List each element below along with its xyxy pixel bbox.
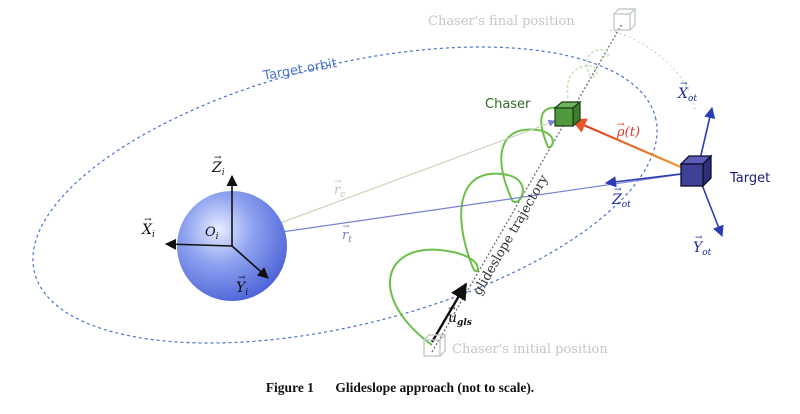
target-cube [679,154,713,188]
glideslope-spiral [389,106,561,346]
axis-xi [164,238,233,250]
svg-text:→: → [680,79,688,89]
svg-text:ugls: ugls [448,310,472,328]
svg-text:→: → [238,273,246,283]
glideslope-diagram: Chaser's final position Chaser's initial… [32,8,770,357]
label-axis-xi: Xi → [141,215,155,240]
label-final-position: Chaser's final position [428,14,575,29]
svg-text:Zot: Zot [611,192,631,210]
svg-text:ρ(t): ρ(t) [616,125,640,140]
svg-text:Xi: Xi [141,222,155,240]
svg-text:→: → [334,177,342,187]
u-gls-vector [430,282,468,343]
label-r-c: rc → [334,177,345,200]
label-axis-zot: Zot → [611,185,631,210]
svg-text:rc: rc [334,183,345,200]
label-origin: Oi [205,225,219,242]
faded-spiral [566,49,610,99]
target-orbit-path [32,46,658,344]
label-u-gls: ugls → [448,304,472,328]
rho-vector [570,118,684,170]
chaser-final-position-box [613,8,637,31]
label-axis-zi: Zi → [211,153,225,178]
svg-text:→: → [144,215,152,225]
label-r-t: rt → [342,222,352,245]
svg-text:Yot: Yot [693,240,712,258]
figure-number: Figure 1 [265,380,314,395]
figure-caption-text: Glideslope approach (not to scale). [335,380,535,395]
label-target-orbit: Target orbit [261,56,338,84]
orbit-dotted-continuation [609,29,696,111]
chaser-initial-position-box [423,334,447,357]
label-initial-position: Chaser's initial position [452,342,608,357]
label-target: Target [729,171,770,186]
svg-text:Zi: Zi [211,160,225,178]
label-chaser: Chaser [485,97,531,112]
label-rho: ρ(t) → [616,120,640,140]
r-c-vector [239,119,556,239]
axis-yi [231,245,269,279]
svg-text:rt: rt [342,228,352,245]
glideslope-line [431,23,623,353]
svg-text:→: → [214,153,222,163]
label-axis-yot: Yot → [693,233,712,258]
chaser-cube [553,100,582,128]
svg-text:→: → [342,222,350,232]
label-axis-xot: Xot → [677,79,697,104]
svg-text:→: → [614,185,622,195]
label-glideslope-trajectory: glideslope trajectory [470,172,551,298]
svg-text:Xot: Xot [677,86,697,104]
label-axis-yi: Yi → [236,273,248,298]
svg-text:→: → [617,120,625,130]
svg-text:→: → [448,304,456,314]
figure-caption: Figure 1 Glideslope approach (not to sca… [0,380,800,396]
svg-text:→: → [695,233,703,243]
svg-text:Yi: Yi [236,280,248,298]
svg-text:Oi: Oi [205,225,219,242]
